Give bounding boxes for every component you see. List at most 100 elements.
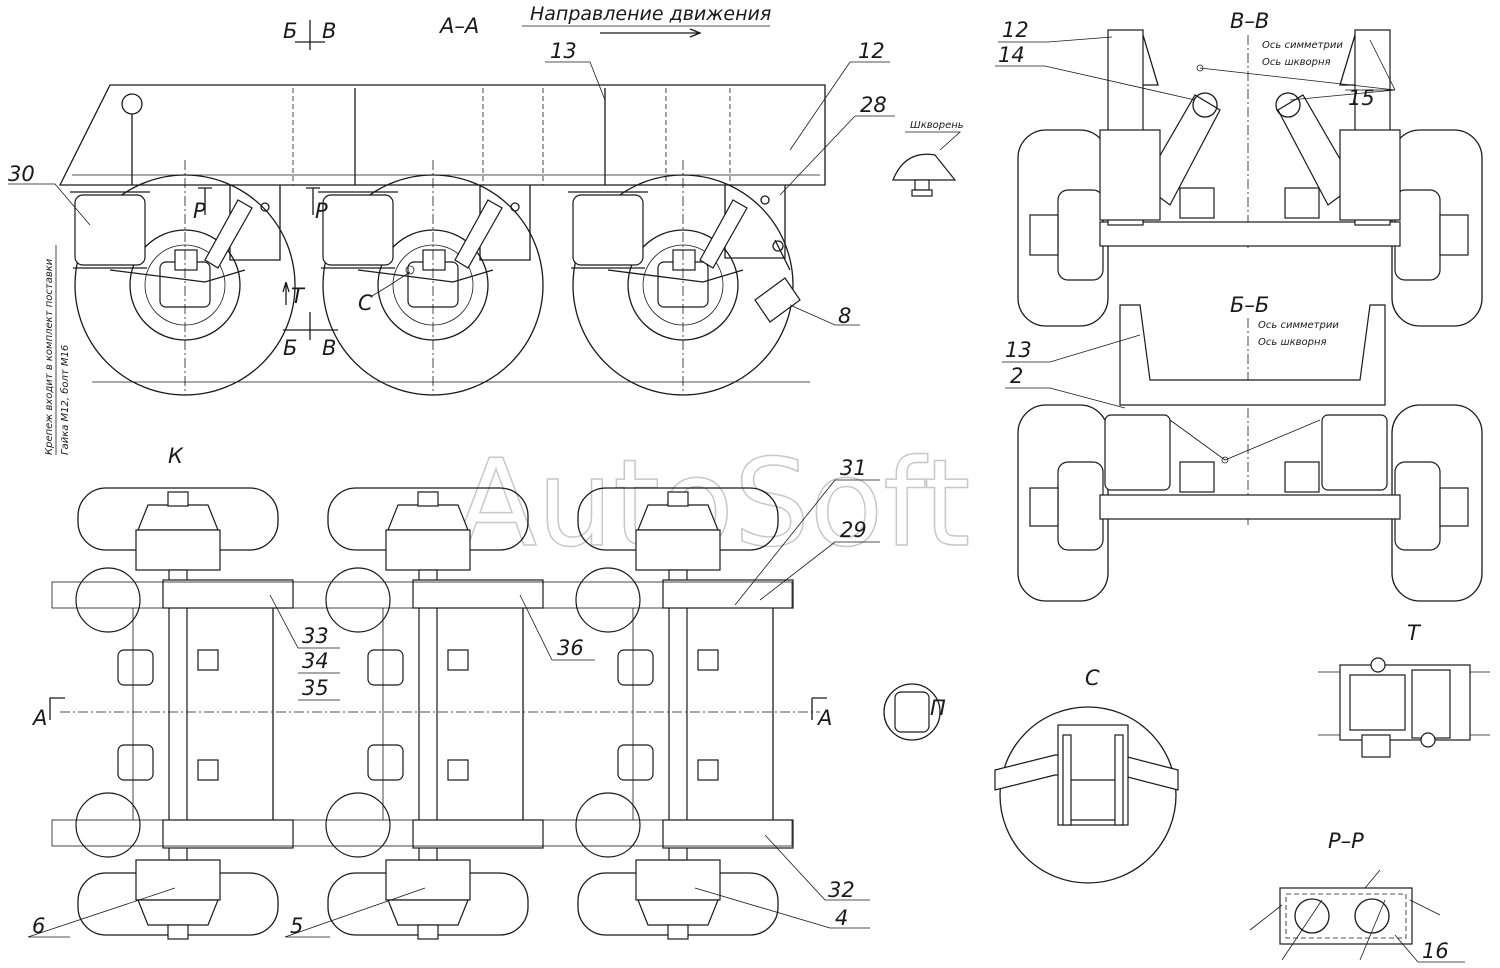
svg-text:34: 34 [302, 649, 329, 673]
view-k: К А А П 31 29 33 34 [27, 444, 946, 940]
svg-text:А: А [31, 706, 47, 730]
bb-brackets [1104, 304, 1388, 493]
svg-text:12: 12 [1002, 18, 1029, 42]
callout-12-vv: 12 [998, 18, 1113, 43]
svg-text:31: 31 [840, 456, 867, 480]
direction-label: Направление движения [530, 3, 771, 25]
kingpin-inset: Шкворень [892, 120, 964, 197]
callout-13-bb: 13 [1002, 334, 1141, 363]
svg-text:2: 2 [1010, 364, 1023, 388]
section-mark-r: Р Р [193, 187, 328, 223]
svg-text:4: 4 [835, 906, 848, 930]
symmetry-axis-label-vv: Ось симметрии [1262, 40, 1343, 51]
callout-14: 14 [995, 43, 1196, 101]
section-mark-b-v-top: Б В [283, 19, 336, 50]
bb-axle [1099, 494, 1401, 520]
cross-member-lines [292, 88, 731, 185]
view-r-r-hole-left [1294, 898, 1330, 934]
plan-frame-rail-top [51, 581, 793, 609]
view-r-r-hole-right [1354, 898, 1390, 934]
vv-axle [1099, 221, 1401, 247]
direction-arrow [600, 28, 702, 38]
svg-text:Б: Б [283, 19, 297, 43]
svg-text:В: В [322, 19, 336, 43]
plan-axle-2 [325, 487, 544, 940]
svg-text:6: 6 [32, 914, 45, 938]
kingpin-axis-label-bb: Ось шкворня [1258, 337, 1327, 348]
svg-text:Р: Р [193, 199, 206, 223]
fastener-note: Крепеж входит в комплект поставки Гайка … [44, 245, 71, 455]
svg-text:16: 16 [1422, 939, 1449, 963]
plan-axles [75, 487, 794, 940]
callout-28: 28 [779, 93, 895, 196]
shock-absorbers [204, 199, 748, 269]
vv-tires [1017, 129, 1483, 327]
callout-12-top: 12 [789, 39, 890, 151]
brake-chamber-8 [754, 239, 801, 323]
view-a-a: А–А Направление движения [8, 3, 964, 455]
svg-text:12: 12 [858, 39, 885, 63]
svg-text:28: 28 [860, 93, 887, 117]
svg-text:32: 32 [828, 878, 855, 902]
svg-text:Т: Т [291, 284, 306, 308]
section-title-v-v: В–В [1230, 9, 1269, 33]
section-title-b-b: Б–Б [1230, 293, 1269, 317]
callout-30: 30 [8, 162, 91, 226]
view-r-r-plate [1279, 887, 1413, 945]
svg-text:35: 35 [302, 676, 329, 700]
plan-frame-rail-bottom [51, 819, 793, 847]
view-b-b: Б–Б Ось симметрии Ось шкворня 13 2 [1002, 293, 1483, 602]
section-title-a-a: А–А [438, 14, 479, 38]
plan-axle-1 [75, 487, 294, 940]
side-wheel-1 [70, 160, 296, 396]
callout-31: 31 [734, 456, 880, 606]
svg-text:П: П [930, 696, 946, 720]
svg-text:Б: Б [283, 336, 297, 360]
frame-lug [121, 93, 143, 115]
section-title-r-r: Р–Р [1328, 829, 1364, 853]
section-title-k: К [168, 444, 184, 468]
svg-text:Крепеж входит в комплект поста: Крепеж входит в комплект поставки [44, 258, 55, 455]
side-wheel-2 [318, 160, 544, 396]
svg-text:Гайка М12, болт М16: Гайка М12, болт М16 [59, 345, 71, 455]
svg-text:С: С [358, 291, 373, 315]
view-p-marker: П [883, 683, 946, 741]
section-mark-a-right: А [811, 697, 832, 730]
view-c: С [994, 666, 1179, 884]
view-t: Т [1318, 621, 1490, 758]
side-wheels [70, 160, 794, 396]
svg-text:14: 14 [998, 43, 1025, 67]
callout-6: 6 [27, 887, 176, 938]
svg-text:8: 8 [838, 304, 851, 328]
svg-text:Шкворень: Шкворень [910, 120, 964, 131]
trailer-frame [58, 84, 826, 186]
svg-text:30: 30 [8, 162, 35, 186]
svg-text:13: 13 [1005, 338, 1032, 362]
symmetry-axis-label-bb: Ось симметрии [1258, 320, 1339, 331]
view-r-r: Р–Р 16 [1249, 829, 1465, 963]
plan-axle-3 [575, 487, 794, 940]
section-title-t: Т [1407, 621, 1422, 645]
callout-32: 32 [764, 834, 870, 902]
callout-15: 15 [1196, 39, 1396, 110]
section-mark-c: С [358, 265, 415, 315]
kingpin-axis-label-vv: Ось шкворня [1262, 57, 1331, 68]
section-mark-a-left: А [31, 697, 65, 730]
callout-8: 8 [789, 304, 860, 328]
callout-5: 5 [284, 887, 426, 938]
svg-text:29: 29 [840, 518, 867, 542]
svg-text:А: А [816, 706, 832, 730]
view-c-circle [999, 706, 1177, 884]
section-mark-t: Т [282, 281, 306, 308]
svg-text:В: В [322, 336, 336, 360]
svg-text:33: 33 [302, 624, 329, 648]
callout-2: 2 [1005, 364, 1126, 409]
callout-33-35: 33 34 35 [269, 594, 340, 701]
section-title-c: С [1085, 666, 1100, 690]
section-mark-b-v-bottom: Б В [283, 312, 338, 360]
svg-text:36: 36 [557, 636, 584, 660]
svg-text:Р: Р [315, 199, 328, 223]
svg-text:13: 13 [550, 39, 577, 63]
callout-36: 36 [519, 594, 595, 661]
